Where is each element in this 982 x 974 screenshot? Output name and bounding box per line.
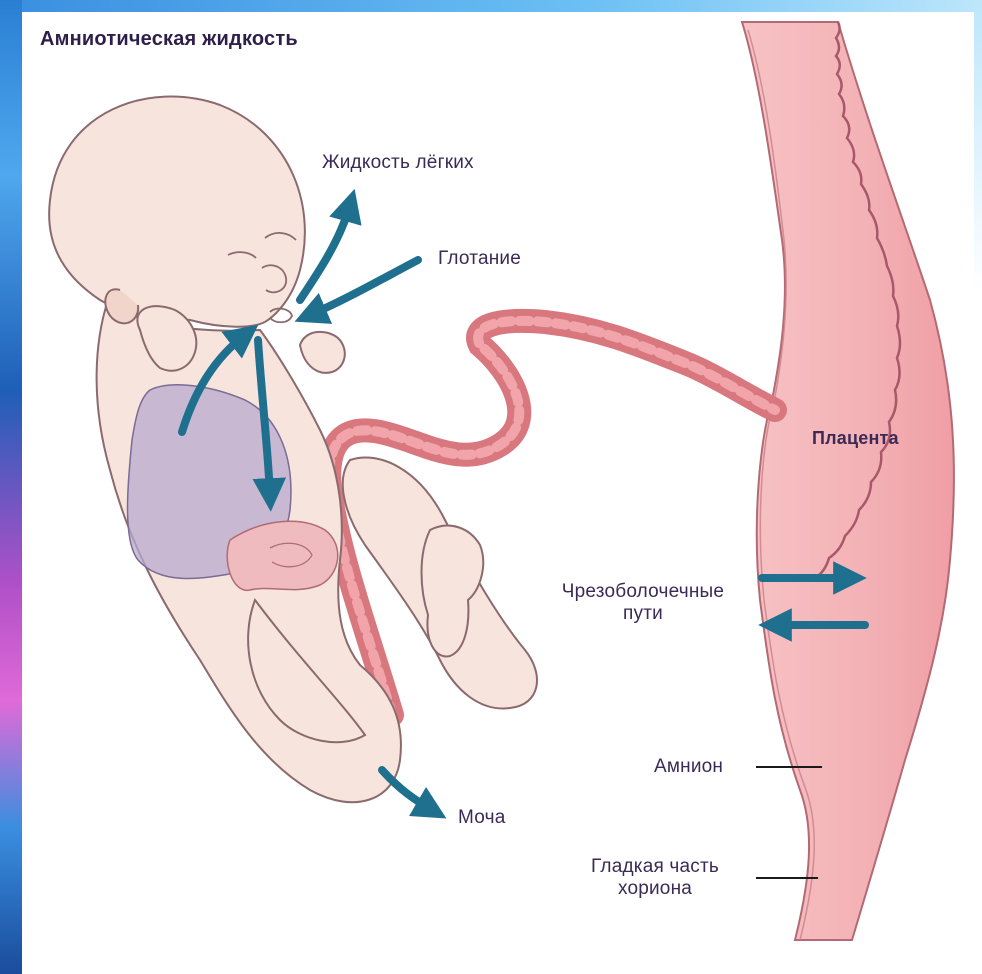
label-lung-fluid: Жидкость лёгких bbox=[322, 152, 474, 174]
diagram-title: Амниотическая жидкость bbox=[40, 28, 298, 50]
urine-arrow bbox=[382, 770, 432, 810]
label-transmembrane-line1: Чрезоболочечные bbox=[538, 581, 748, 603]
label-placenta: Плацента bbox=[812, 427, 899, 449]
label-transmembrane-line2: пути bbox=[538, 603, 748, 625]
swallowing-arrow bbox=[310, 260, 418, 315]
label-chorion-line2: хориона bbox=[570, 878, 740, 900]
label-urine: Моча bbox=[458, 807, 505, 829]
label-chorion-line1: Гладкая часть bbox=[570, 856, 740, 878]
label-chorion: Гладкая часть хориона bbox=[570, 856, 740, 900]
label-transmembrane: Чрезоболочечные пути bbox=[538, 581, 748, 625]
lung-fluid-arrow bbox=[300, 205, 350, 300]
label-amnion: Амнион bbox=[654, 756, 723, 778]
kidney bbox=[227, 521, 338, 590]
label-swallowing: Глотание bbox=[438, 248, 521, 270]
